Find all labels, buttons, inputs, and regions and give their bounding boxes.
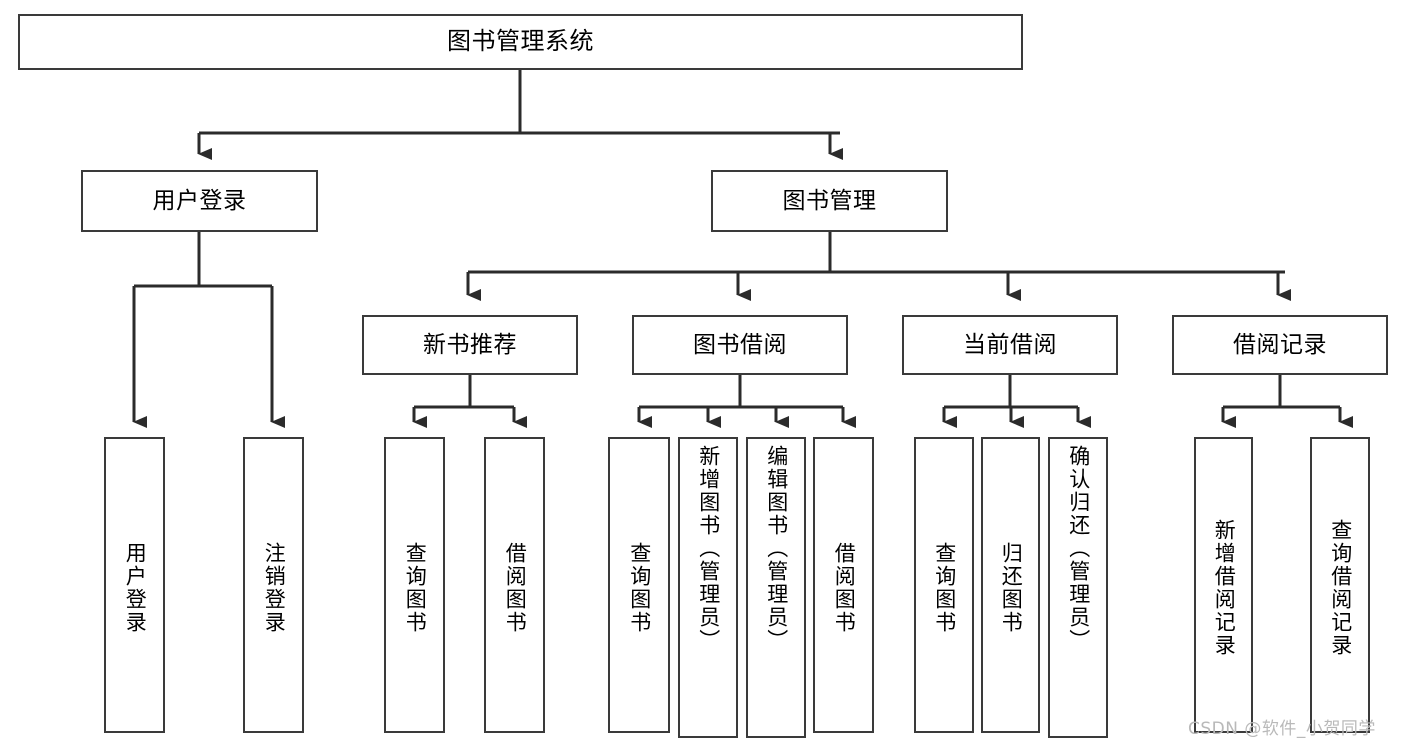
leaf-user-login-logout[interactable]: 注销登录 — [243, 437, 304, 733]
leaf-borrow-record-query-record[interactable]: 查询借阅记录 — [1310, 437, 1370, 733]
node-label: 确认归还（管理员） — [1066, 445, 1091, 652]
node-new-book-recommend[interactable]: 新书推荐 — [362, 315, 578, 375]
node-label: 借阅图书 — [832, 542, 857, 634]
node-current-borrow[interactable]: 当前借阅 — [902, 315, 1118, 375]
node-book-management[interactable]: 图书管理 — [711, 170, 948, 232]
leaf-new-book-borrow-book[interactable]: 借阅图书 — [484, 437, 545, 733]
node-label: 归还图书 — [999, 542, 1024, 634]
node-label: 新书推荐 — [423, 331, 517, 358]
leaf-current-borrow-query-book[interactable]: 查询图书 — [914, 437, 974, 733]
node-label: 查询借阅记录 — [1328, 519, 1353, 657]
node-borrow-record[interactable]: 借阅记录 — [1172, 315, 1388, 375]
node-user-login[interactable]: 用户登录 — [81, 170, 318, 232]
node-label: 借阅图书 — [503, 542, 528, 634]
watermark-text: CSDN @软件_小贺同学 — [1188, 719, 1376, 739]
node-label: 图书管理系统 — [447, 27, 594, 56]
leaf-book-borrow-add-book-admin[interactable]: 新增图书（管理员） — [678, 437, 738, 738]
leaf-new-book-query-book[interactable]: 查询图书 — [384, 437, 445, 733]
node-label: 用户登录 — [152, 187, 247, 214]
node-book-borrow[interactable]: 图书借阅 — [632, 315, 848, 375]
node-label: 查询图书 — [403, 542, 428, 634]
node-label: 新增图书（管理员） — [696, 445, 721, 652]
leaf-borrow-record-add-record[interactable]: 新增借阅记录 — [1194, 437, 1253, 733]
node-label: 图书借阅 — [693, 331, 787, 358]
leaf-current-borrow-confirm-return-admin[interactable]: 确认归还（管理员） — [1048, 437, 1108, 738]
node-label: 编辑图书（管理员） — [764, 445, 789, 652]
leaf-user-login-login[interactable]: 用户登录 — [104, 437, 165, 733]
leaf-book-borrow-edit-book-admin[interactable]: 编辑图书（管理员） — [746, 437, 806, 738]
leaf-current-borrow-return-book[interactable]: 归还图书 — [981, 437, 1040, 733]
node-label: 借阅记录 — [1233, 331, 1327, 358]
node-label: 新增借阅记录 — [1212, 519, 1237, 657]
node-label: 注销登录 — [262, 542, 287, 634]
node-label: 查询图书 — [932, 542, 957, 634]
node-label: 查询图书 — [627, 542, 652, 634]
leaf-book-borrow-query-book[interactable]: 查询图书 — [608, 437, 670, 733]
node-label: 图书管理 — [782, 187, 877, 214]
node-label: 当前借阅 — [963, 331, 1057, 358]
node-label: 用户登录 — [123, 542, 148, 634]
node-root-library-system[interactable]: 图书管理系统 — [18, 14, 1023, 70]
leaf-book-borrow-borrow-book[interactable]: 借阅图书 — [813, 437, 874, 733]
